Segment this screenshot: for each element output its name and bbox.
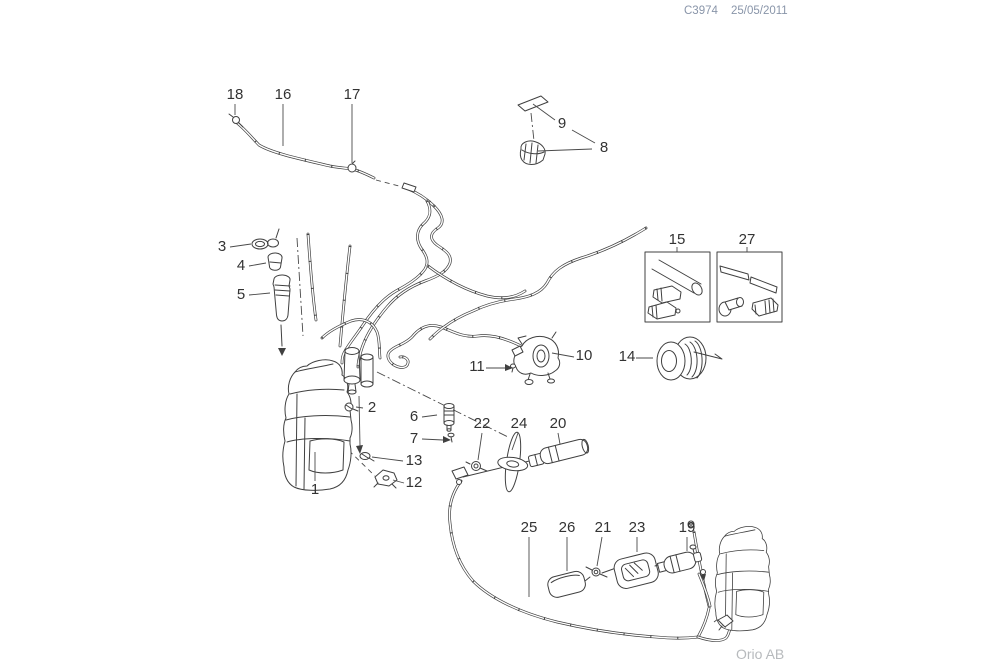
callout-21: 21	[595, 519, 612, 567]
svg-text:19: 19	[679, 519, 696, 536]
callout-11: 11	[469, 358, 513, 375]
callout-20: 20	[550, 415, 567, 445]
svg-text:10: 10	[576, 347, 593, 364]
svg-text:5: 5	[237, 286, 245, 303]
drawing-number: C3974	[684, 5, 718, 17]
callout-4: 4	[237, 257, 267, 274]
callout-14: 14	[619, 348, 653, 365]
headlamp-nozzle-assembly-front	[451, 431, 590, 493]
part-15-repair-kit-box	[644, 251, 711, 323]
part-24-nozzle-holder	[497, 431, 529, 493]
callout-7: 7	[410, 430, 451, 447]
svg-text:16: 16	[275, 86, 292, 103]
callout-25: 25	[521, 519, 538, 597]
callout-1: 1	[311, 452, 319, 498]
callout-10: 10	[551, 347, 593, 364]
part-20-cylinder	[527, 438, 590, 468]
callout-2: 2	[355, 399, 376, 416]
hose-branch-up	[696, 606, 711, 639]
part-6-pump	[443, 403, 455, 432]
drawing-date: 25/05/2011	[731, 5, 788, 17]
hose-filler-column-a	[306, 232, 318, 322]
brand-watermark: Orio AB	[736, 646, 784, 662]
svg-text:14: 14	[619, 348, 636, 365]
hose-filler-column-b	[338, 244, 352, 348]
part-19-actuator	[656, 551, 703, 574]
hose-to-upper-right	[428, 226, 648, 341]
part-21-clip	[585, 566, 608, 578]
svg-text:4: 4	[237, 257, 245, 274]
callout-22: 22	[474, 415, 491, 461]
pump-wiring-loop	[386, 324, 527, 369]
callout-13: 13	[371, 452, 423, 469]
callout-12: 12	[392, 474, 423, 491]
callout-24: 24	[511, 415, 528, 451]
svg-text:21: 21	[595, 519, 612, 536]
svg-text:18: 18	[227, 86, 244, 103]
part-13-screw	[359, 452, 375, 462]
part-7-screw	[447, 432, 455, 443]
part-26-cover	[547, 570, 586, 598]
callout-18: 18	[227, 86, 244, 115]
svg-text:8: 8	[600, 139, 608, 156]
callout-6: 6	[410, 408, 438, 425]
callout-19: 19	[679, 519, 696, 551]
svg-text:1: 1	[311, 481, 319, 498]
callout-23: 23	[629, 519, 646, 552]
part-8-nozzle	[519, 140, 546, 165]
part-10-washer-pump	[511, 331, 561, 385]
part-17-tee-connector	[347, 160, 357, 173]
svg-text:25: 25	[521, 519, 538, 536]
svg-text:23: 23	[629, 519, 646, 536]
part-1-washer-reservoir	[282, 359, 353, 491]
svg-text:15: 15	[669, 231, 686, 248]
svg-text:24: 24	[511, 415, 528, 432]
part-headlamp-reservoir	[687, 520, 771, 632]
hose-main-right	[340, 199, 432, 365]
svg-text:6: 6	[410, 408, 418, 425]
part-18-jet-nozzle	[228, 113, 244, 128]
callout-16: 16	[275, 86, 292, 146]
svg-text:20: 20	[550, 415, 567, 432]
svg-text:3: 3	[218, 238, 226, 255]
headlamp-nozzle-assembly-rear	[547, 551, 706, 598]
part-22-clip	[465, 461, 488, 472]
hose-headlamp-25	[448, 479, 700, 640]
part-2-screw	[344, 402, 359, 412]
callout-9: 9	[532, 103, 566, 132]
callout-5: 5	[237, 286, 271, 303]
svg-text:13: 13	[406, 452, 423, 469]
callouts: 1 2 3 4 5 6 7 8 9 10 11 12 13 14 15 16 1…	[218, 86, 756, 597]
svg-text:12: 12	[406, 474, 423, 491]
callout-15: 15	[669, 231, 686, 252]
svg-text:11: 11	[469, 358, 485, 375]
svg-text:27: 27	[739, 231, 756, 248]
svg-text:7: 7	[410, 430, 418, 447]
callout-26: 26	[559, 519, 576, 571]
part-3-seal-ring	[251, 228, 280, 250]
callout-27: 27	[739, 231, 756, 252]
part-27-repair-kit-box	[716, 251, 783, 323]
callout-8: 8	[537, 129, 608, 156]
svg-text:22: 22	[474, 415, 491, 432]
svg-text:17: 17	[344, 86, 361, 103]
part-12-bracket	[373, 469, 398, 489]
callout-3: 3	[218, 238, 252, 255]
part-9-gasket	[517, 95, 549, 112]
svg-text:26: 26	[559, 519, 576, 536]
part-23-bezel	[613, 552, 659, 589]
reservoir-pump-assembly	[343, 347, 374, 454]
svg-text:2: 2	[368, 399, 376, 416]
part-5-filler-neck	[272, 274, 291, 356]
part-14-grommet	[656, 336, 723, 381]
inline-connector	[401, 182, 417, 193]
part-4-cap	[267, 252, 283, 271]
svg-text:9: 9	[558, 115, 566, 132]
callout-17: 17	[344, 86, 361, 163]
